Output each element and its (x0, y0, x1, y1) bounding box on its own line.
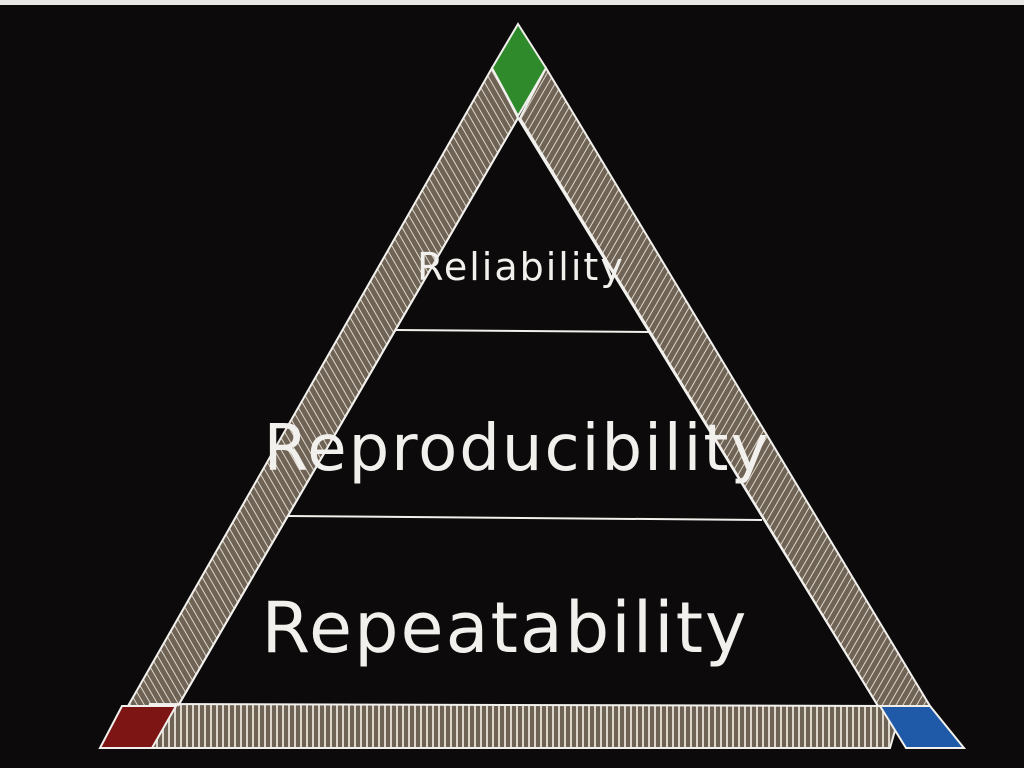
tier-label-reliability: Reliability (417, 245, 625, 289)
right-corner-marker (878, 705, 967, 749)
pyramid-base-edge (136, 702, 904, 749)
left-corner-marker (98, 705, 178, 749)
tier-label-repeatability: Repeatability (262, 587, 749, 669)
top-border-strip (0, 0, 1024, 5)
tier-divider-lower (286, 515, 763, 521)
tier-label-reproducibility: Reproducibility (264, 412, 771, 486)
apex-corner-marker (490, 22, 548, 119)
inner-triangle-outline (177, 116, 879, 707)
tier-divider-upper (395, 329, 651, 333)
